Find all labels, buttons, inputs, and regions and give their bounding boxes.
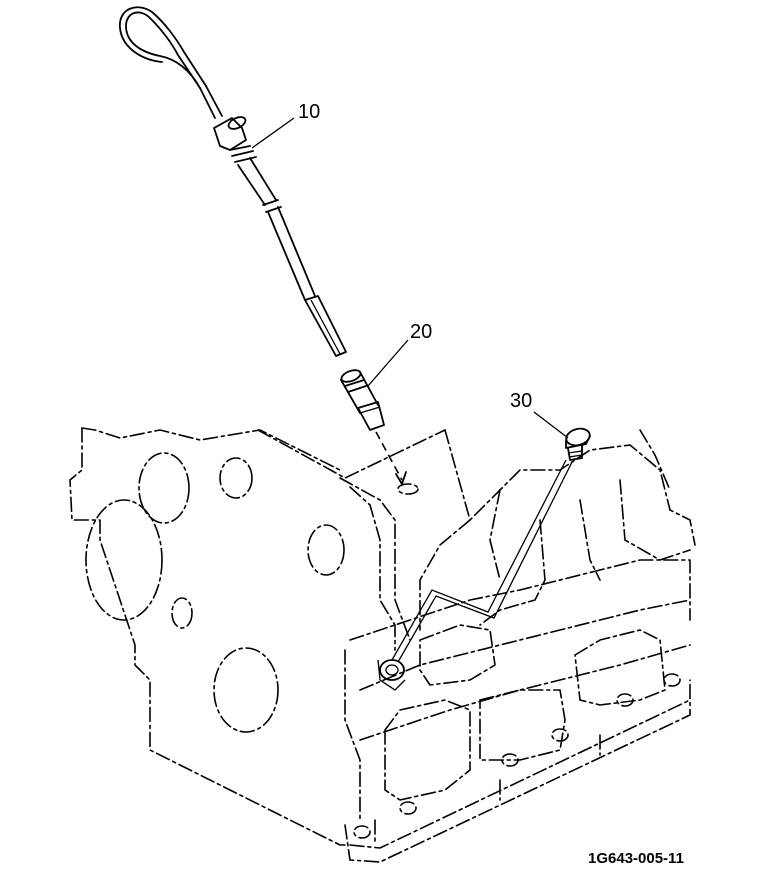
callout-20: 20 bbox=[410, 321, 433, 343]
bore-opening-small bbox=[219, 457, 253, 499]
bore-opening-mid bbox=[307, 524, 345, 576]
figure-id: 1G643-005-11 bbox=[588, 850, 684, 867]
bore-opening-tiny bbox=[171, 597, 193, 629]
bore-opening-large bbox=[85, 499, 163, 621]
callout-30: 30 bbox=[510, 390, 533, 412]
guide-tube-part bbox=[340, 369, 385, 431]
bore-opening-lower bbox=[213, 647, 279, 733]
plug-part bbox=[565, 427, 591, 461]
rail-boss-2 bbox=[399, 801, 417, 815]
rail-boss-3 bbox=[501, 753, 519, 767]
callout-10: 10 bbox=[298, 101, 321, 123]
plug-to-port-line-1 bbox=[391, 459, 567, 661]
leader-10 bbox=[251, 117, 295, 149]
install-arrow bbox=[375, 431, 403, 481]
leader-20 bbox=[367, 339, 409, 387]
dipstick-part bbox=[119, 6, 347, 357]
engine-block bbox=[69, 427, 696, 863]
rail-boss-4 bbox=[551, 728, 569, 742]
bore-opening-upper bbox=[138, 452, 190, 524]
plug-to-port-line-2 bbox=[397, 461, 573, 663]
rail-boss-1 bbox=[353, 825, 371, 839]
leader-lines bbox=[251, 117, 573, 663]
leader-30 bbox=[533, 411, 569, 439]
rail-boss-6 bbox=[663, 673, 681, 687]
dipstick-hole bbox=[397, 483, 419, 495]
rail-boss-5 bbox=[616, 693, 634, 707]
